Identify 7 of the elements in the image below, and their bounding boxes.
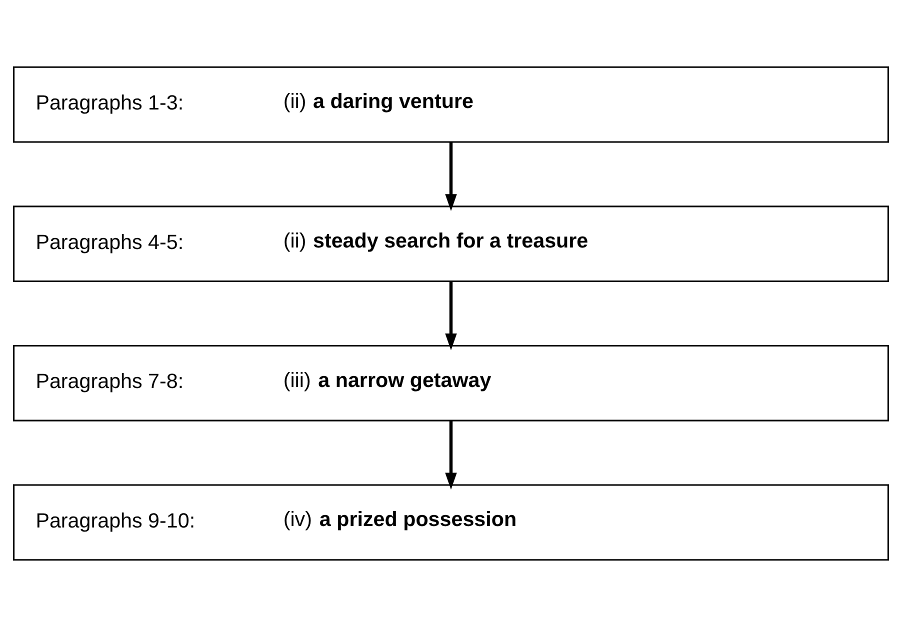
node-box: Paragraphs 4-5: (ii) steady search for a treasure <box>13 205 889 282</box>
node-box: Paragraphs 7-8: (iii) a narrow getaway <box>13 344 889 421</box>
node-box: Paragraphs 9-10: (iv) a prized possession <box>13 484 889 560</box>
arrow <box>445 142 457 210</box>
arrow <box>445 280 457 350</box>
arrow <box>445 420 457 490</box>
node-box: Paragraphs 1-3: (ii) a daring venture <box>13 66 889 142</box>
